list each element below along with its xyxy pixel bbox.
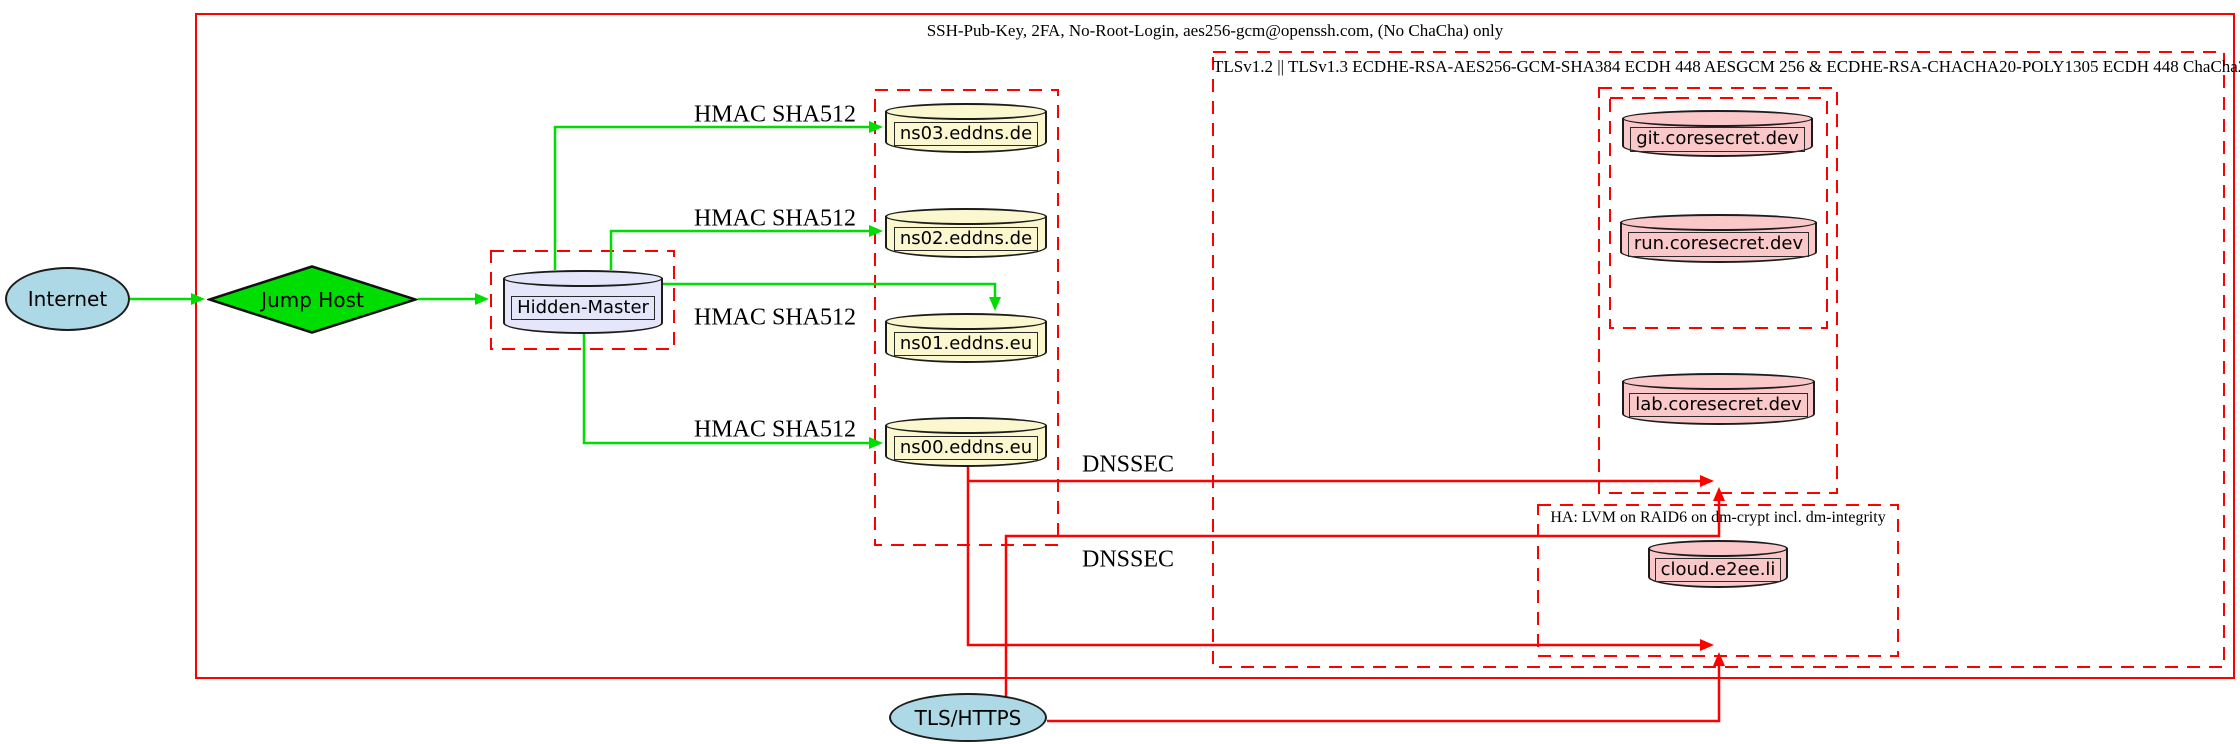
cluster-git-run-box — [1609, 97, 1828, 329]
node-ns02-label: ns02.eddns.de — [893, 226, 1039, 252]
edge-tlshttps-coresecret — [1004, 499, 1721, 700]
arrowhead-hiddenmaster — [475, 293, 489, 305]
cluster-ha-label: HA: LVM on RAID6 on dm-crypt incl. dm-in… — [1550, 509, 1886, 526]
green-arrowheads — [191, 121, 1001, 449]
node-cloud: cloud.e2ee.li — [1648, 540, 1788, 588]
arrowhead-ns02 — [869, 225, 883, 237]
cylinder-cap — [503, 270, 663, 287]
red-edges — [966, 467, 1721, 723]
edge-label-hmac-ns03: HMAC SHA512 — [693, 101, 857, 128]
cluster-tls-label: TLSv1.2 || TLSv1.3 ECDHE-RSA-AES256-GCM-… — [1213, 57, 2240, 76]
edge-hiddenmaster-ns00 — [582, 334, 869, 445]
arrowhead-ns03 — [869, 121, 883, 133]
node-jump-host: Jump Host — [207, 265, 418, 334]
cluster-hidden-master-box — [490, 250, 675, 350]
edge-ns00-ha-dnssec — [966, 467, 1702, 647]
edge-hiddenmaster-ns01 — [663, 282, 997, 299]
edge-label-dnssec-2: DNSSEC — [1081, 546, 1175, 573]
node-git-label: git.coresecret.dev — [1630, 127, 1805, 152]
edge-hiddenmaster-ns02 — [609, 229, 869, 270]
arrowhead-ha-right — [1700, 639, 1714, 651]
node-ns01: ns01.eddns.eu — [885, 313, 1047, 363]
cylinder-cap — [885, 103, 1047, 120]
arrowhead-ns00 — [869, 437, 883, 449]
node-git: git.coresecret.dev — [1622, 110, 1813, 157]
node-internet-label: Internet — [27, 287, 108, 311]
cylinder-cap — [1622, 373, 1815, 390]
node-ns02: ns02.eddns.de — [885, 208, 1047, 258]
node-lab: lab.coresecret.dev — [1622, 373, 1815, 425]
green-edges — [130, 125, 997, 445]
arrowhead-coresecret-up — [1713, 487, 1725, 501]
cylinder-body — [503, 278, 663, 334]
arrowhead-ha-up — [1713, 652, 1725, 666]
node-run-label: run.coresecret.dev — [1627, 232, 1810, 257]
node-cloud-label: cloud.e2ee.li — [1654, 557, 1782, 583]
node-run: run.coresecret.dev — [1620, 214, 1817, 263]
arrowhead-ns01 — [989, 297, 1001, 311]
edge-label-dnssec-1: DNSSEC — [1081, 451, 1175, 478]
cylinder-cap — [885, 313, 1047, 330]
node-ns03-label: ns03.eddns.de — [893, 121, 1039, 147]
cluster-ssh-label: SSH-Pub-Key, 2FA, No-Root-Login, aes256-… — [926, 21, 1504, 40]
cluster-coresecret-box — [1598, 87, 1838, 494]
edge-label-hmac-ns01: HMAC SHA512 — [693, 304, 857, 331]
edge-tlshttps-ha — [1047, 664, 1721, 723]
cluster-nameservers-box — [874, 89, 1059, 546]
cylinder-cap — [1648, 540, 1788, 557]
node-ns01-label: ns01.eddns.eu — [893, 331, 1039, 357]
node-hidden-master: Hidden-Master — [503, 270, 663, 334]
cluster-ssh-box — [195, 13, 2235, 679]
cylinder-cap — [1622, 110, 1813, 127]
diamond-shape — [207, 265, 418, 334]
red-arrowheads — [1700, 475, 1725, 666]
node-ns03: ns03.eddns.de — [885, 103, 1047, 153]
node-tls-https: TLS/HTTPS — [889, 693, 1047, 742]
cylinder-cap — [1620, 214, 1817, 231]
arrowhead-jumphost — [191, 293, 205, 305]
cylinder-cap — [885, 208, 1047, 225]
node-ns00: ns00.eddns.eu — [885, 417, 1047, 467]
node-jump-host-label: Jump Host — [261, 287, 364, 312]
node-hidden-master-label: Hidden-Master — [511, 295, 655, 321]
edge-hiddenmaster-ns03 — [553, 125, 869, 270]
cylinder-cap — [885, 417, 1047, 434]
arrowhead-coresecret-right — [1700, 475, 1714, 487]
edge-label-hmac-ns02: HMAC SHA512 — [693, 205, 857, 232]
node-lab-label: lab.coresecret.dev — [1629, 392, 1808, 418]
node-internet: Internet — [5, 267, 130, 331]
node-tls-https-label: TLS/HTTPS — [914, 705, 1022, 730]
edge-label-hmac-ns00: HMAC SHA512 — [693, 416, 857, 443]
node-ns00-label: ns00.eddns.eu — [893, 435, 1039, 461]
